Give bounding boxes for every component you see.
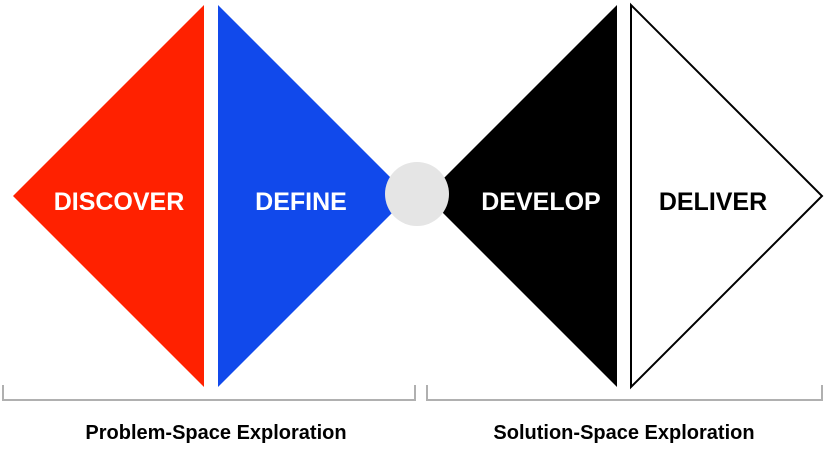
define-label: DEFINE <box>255 188 347 216</box>
problem-space-bracket <box>2 385 416 401</box>
solution-space-label: Solution-Space Exploration <box>493 422 754 444</box>
center-circle <box>385 162 449 226</box>
solution-space-bracket <box>426 385 823 401</box>
develop-shape <box>426 5 617 387</box>
deliver-shape <box>630 2 824 390</box>
discover-label: DISCOVER <box>54 188 185 216</box>
discover-shape <box>13 5 204 387</box>
define-shape <box>218 5 409 387</box>
develop-label: DEVELOP <box>481 188 600 216</box>
deliver-label: DELIVER <box>659 188 767 216</box>
problem-space-label: Problem-Space Exploration <box>85 422 346 444</box>
